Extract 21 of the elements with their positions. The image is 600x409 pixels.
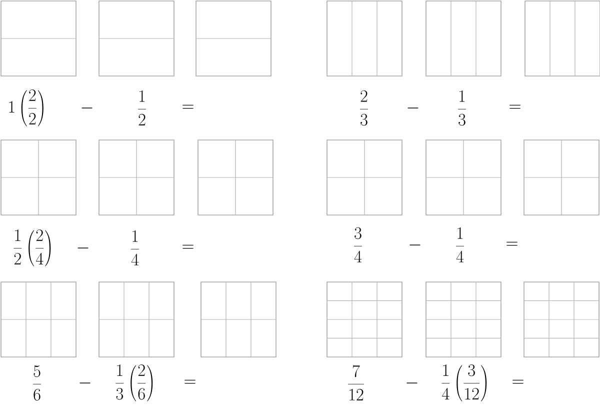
math-expression: $\frac{1}{2}$: [138, 90, 146, 126]
math-expression: $=$: [182, 104, 194, 109]
math-expression: $\frac{1}{4}$: [131, 230, 139, 266]
math-expression: $-$: [410, 244, 420, 246]
math-expression: $=$: [510, 104, 520, 109]
math-expression: $\frac{1}{3}\left(\frac{2}{6}\right)$: [116, 364, 153, 402]
math-expression: $\frac{1}{2}\left(\frac{2}{4}\right)$: [14, 229, 51, 266]
math-expression: $\frac{5}{6}$: [33, 365, 41, 401]
math-expression: $=$: [182, 244, 194, 249]
math-expression: $-$: [406, 382, 418, 384]
math-expression: $=$: [506, 242, 518, 246]
math-expression: $=$: [184, 380, 196, 384]
math-expression: $1\left(\frac{2}{2}\right)$: [9, 89, 44, 126]
math-expression: $=$: [512, 380, 524, 384]
math-expression: $\frac{2}{3}$: [360, 90, 368, 126]
math-expression: $\frac{1}{4}$: [456, 227, 464, 262]
math-expression: $-$: [80, 382, 90, 384]
math-expression: $\frac{7}{12}$: [348, 365, 364, 400]
math-expression: $\frac{1}{3}$: [458, 90, 466, 126]
math-expression: $\frac{1}{4}\left(\frac{3}{12}\right)$: [442, 364, 487, 402]
math-expression: $\frac{3}{4}$: [354, 227, 362, 262]
